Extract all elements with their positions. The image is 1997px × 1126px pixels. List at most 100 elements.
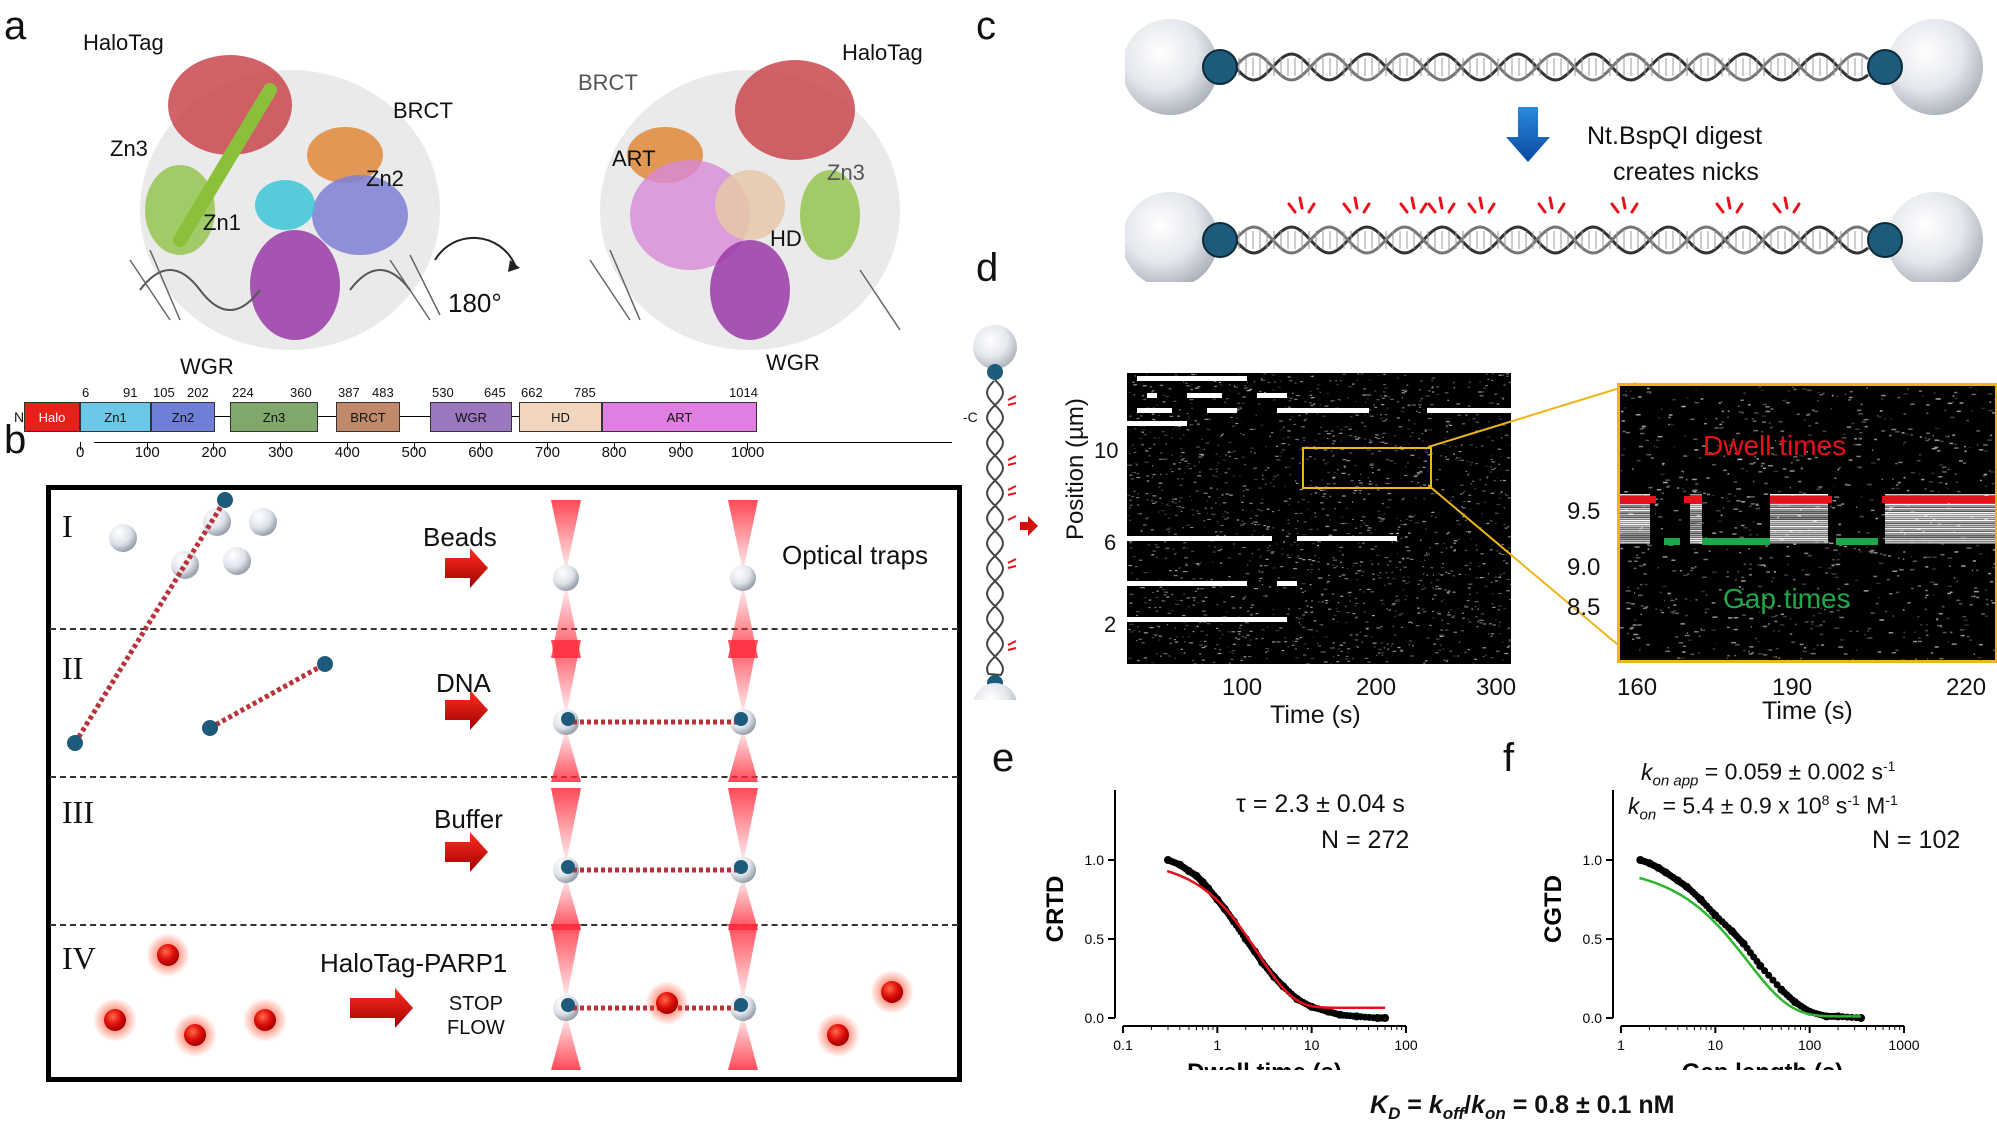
domain-linker (318, 416, 336, 417)
trap-cone (551, 876, 581, 930)
data-point (1694, 893, 1702, 901)
domain-linker (400, 416, 430, 417)
trap-cone (551, 500, 581, 572)
gap-times-label: Gap times (1723, 583, 1851, 614)
data-point (1369, 1014, 1377, 1022)
label-brct-left: BRCT (393, 98, 453, 123)
y-tick-label: 0.0 (1085, 1010, 1105, 1026)
label-wgr-right: WGR (766, 350, 820, 375)
kymograph (1127, 373, 1511, 664)
x-tick-label: 100 (1394, 1037, 1418, 1053)
domain-axis-tick-label: 900 (668, 444, 694, 461)
domain-start-number: 387 (338, 385, 360, 400)
parp1-structure-back (589, 60, 901, 350)
kymo-ytick-10: 10 (1094, 438, 1119, 463)
enzyme-label-line1: Nt.BspQI digest (1587, 122, 1763, 150)
zoom-xtick-220: 220 (1946, 674, 1987, 701)
domain-axis-tick-label: 700 (534, 444, 560, 461)
kymograph-zoom-box (1302, 447, 1432, 489)
trap-cone (728, 1014, 758, 1070)
y-tick-label: 0.5 (1085, 931, 1105, 947)
zoom-ytick-9-0: 9.0 (1567, 554, 1601, 581)
fit-curve (1166, 869, 1386, 1009)
domain-end-number: 360 (290, 385, 312, 400)
label-brct-right: BRCT (578, 70, 638, 95)
step-roman-2: II (62, 650, 84, 686)
domain-axis-tick (546, 442, 548, 450)
c-terminus-label: -C (963, 409, 978, 425)
panel-letter-d: d (976, 246, 999, 290)
kymograph-zoom (1617, 383, 1997, 663)
kymo-xlabel: Time (s) (1270, 701, 1361, 729)
zoom-xtick-160: 160 (1617, 674, 1658, 701)
domain-axis-tick-label: 800 (601, 444, 627, 461)
domain-axis-tick (80, 442, 81, 450)
dwell-time-marker (1620, 496, 1656, 503)
x-tick-label: 10 (1708, 1037, 1724, 1053)
domain-linker (215, 416, 230, 417)
domain-axis-tick-label: 100 (134, 444, 160, 461)
trap-cone (551, 1014, 581, 1070)
domain-end-number: 785 (574, 385, 596, 400)
domain-axis-tick (680, 442, 682, 450)
domain-axis-line (94, 442, 952, 443)
data-point (1321, 1007, 1329, 1015)
kymo-xtick-300: 300 (1476, 674, 1517, 701)
rotation-arrow-icon (434, 237, 520, 272)
label-zn1-left: Zn1 (203, 210, 241, 235)
kymo-ylabel: Position (µm) (1062, 398, 1089, 540)
workflow-box (46, 485, 962, 1082)
domain-axis-tick-label: 600 (468, 444, 494, 461)
domain-axis-tick (613, 442, 615, 450)
step-roman-4: IV (62, 940, 96, 976)
step-halotag-parp1-label: HaloTag-PARP1 (320, 948, 508, 978)
n-annotation-e: N = 272 (1321, 826, 1410, 854)
domain-start-number: 530 (432, 385, 454, 400)
domain-axis-tick-label: 500 (401, 444, 427, 461)
trap-cone (728, 640, 758, 716)
step-roman-3: III (62, 794, 94, 830)
trap-cone (728, 584, 758, 658)
y-tick-label: 0.5 (1583, 931, 1603, 947)
step-divider (50, 628, 958, 630)
trap-cone (728, 500, 758, 572)
domain-end-number: 483 (372, 385, 394, 400)
domain-axis-tick (280, 442, 282, 450)
y-axis-label: CGTD (1540, 875, 1567, 943)
step-dna-label: DNA (436, 668, 491, 698)
kd-equation: KD = koff/kon = 0.8 ± 0.1 nM (1370, 1091, 1675, 1123)
domain-end-number: 91 (123, 385, 138, 400)
gap-time-marker (1664, 538, 1680, 545)
domain-wgr: WGR (430, 402, 512, 432)
dwell-time-marker (1770, 496, 1832, 503)
trap-cone (728, 876, 758, 930)
domain-axis-tick (213, 442, 215, 450)
data-point (1769, 976, 1777, 984)
x-axis-label: Gap length (s) (1682, 1059, 1843, 1070)
trap-cone (728, 728, 758, 782)
data-point (1334, 1010, 1342, 1018)
y-axis-label: CRTD (1042, 876, 1069, 943)
x-tick-label: 1 (1213, 1037, 1221, 1053)
y-tick-label: 1.0 (1583, 852, 1603, 868)
domain-end-number: 202 (187, 385, 209, 400)
domain-start-number: 6 (82, 385, 90, 400)
x-tick-label: 1 (1617, 1037, 1625, 1053)
panel-letter-b: b (4, 418, 27, 462)
label-zn3-right: Zn3 (827, 160, 865, 185)
data-point (1349, 1012, 1357, 1020)
step-roman-1: I (62, 508, 73, 544)
data-point (1773, 981, 1781, 989)
label-halotag-left: HaloTag (83, 30, 164, 55)
domain-linker (512, 416, 519, 417)
dwell-time-marker (1684, 496, 1702, 503)
y-tick-label: 1.0 (1085, 852, 1105, 868)
data-point (1788, 996, 1796, 1004)
data-point (1761, 967, 1768, 975)
domain-brct: BRCT (336, 402, 400, 432)
zoom-xtick-190: 190 (1772, 674, 1813, 701)
label-art-right: ART (612, 146, 656, 171)
domain-axis-tick-label: 300 (268, 444, 294, 461)
domain-zn2: Zn2 (151, 402, 215, 432)
